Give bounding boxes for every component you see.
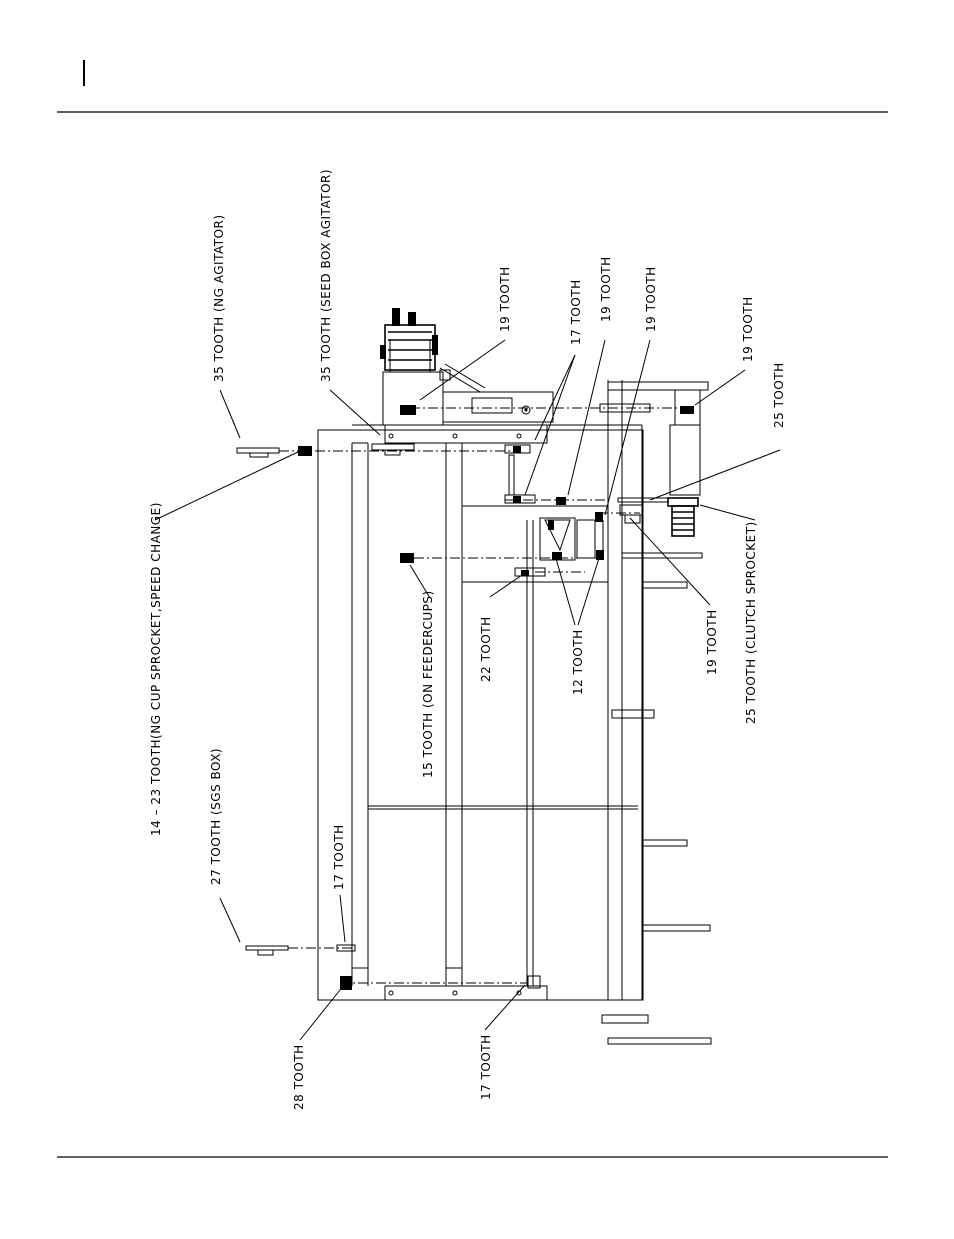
callout-labels: 35 TOOTH (NG AGITATOR) 35 TOOTH (SEED BO…: [149, 169, 786, 1110]
label-17-tooth-top: 17 TOOTH: [332, 824, 346, 890]
label-clutch-sprocket: 25 TOOTH (CLUTCH SPROCKET): [744, 521, 758, 724]
label-25-tooth: 25 TOOTH: [772, 362, 786, 428]
label-12-tooth: 12 TOOTH: [571, 629, 585, 695]
sprockets: [237, 444, 414, 990]
label-speed-change: 14 – 23 TOOTH(NG CUP SPROCKET,SPEED CHAN…: [149, 502, 163, 836]
label-ng-agitator: 35 TOOTH (NG AGITATOR): [212, 214, 226, 382]
label-19-tooth-c: 19 TOOTH: [644, 266, 658, 332]
label-19-tooth-a: 19 TOOTH: [498, 266, 512, 332]
label-17-tooth-bottom: 17 TOOTH: [479, 1034, 493, 1100]
label-19-tooth-b: 19 TOOTH: [599, 256, 613, 322]
agitator-gearbox: [380, 308, 700, 495]
clutch-assembly: [618, 498, 698, 536]
label-feedercups: 15 TOOTH (ON FEEDERCUPS): [421, 590, 435, 778]
label-sgs-box: 27 TOOTH (SGS BOX): [209, 748, 223, 885]
label-28-tooth: 28 TOOTH: [292, 1044, 306, 1110]
label-seed-box-agitator: 35 TOOTH (SEED BOX AGITATOR): [319, 169, 333, 382]
label-19-tooth-e: 19 TOOTH: [705, 609, 719, 675]
label-22-tooth: 22 TOOTH: [479, 616, 493, 682]
leader-lines: [155, 340, 780, 1040]
label-19-tooth-d: 19 TOOTH: [741, 296, 755, 362]
feedercup-drive: [505, 445, 604, 988]
label-17-tooth-mid: 17 TOOTH: [569, 279, 583, 345]
